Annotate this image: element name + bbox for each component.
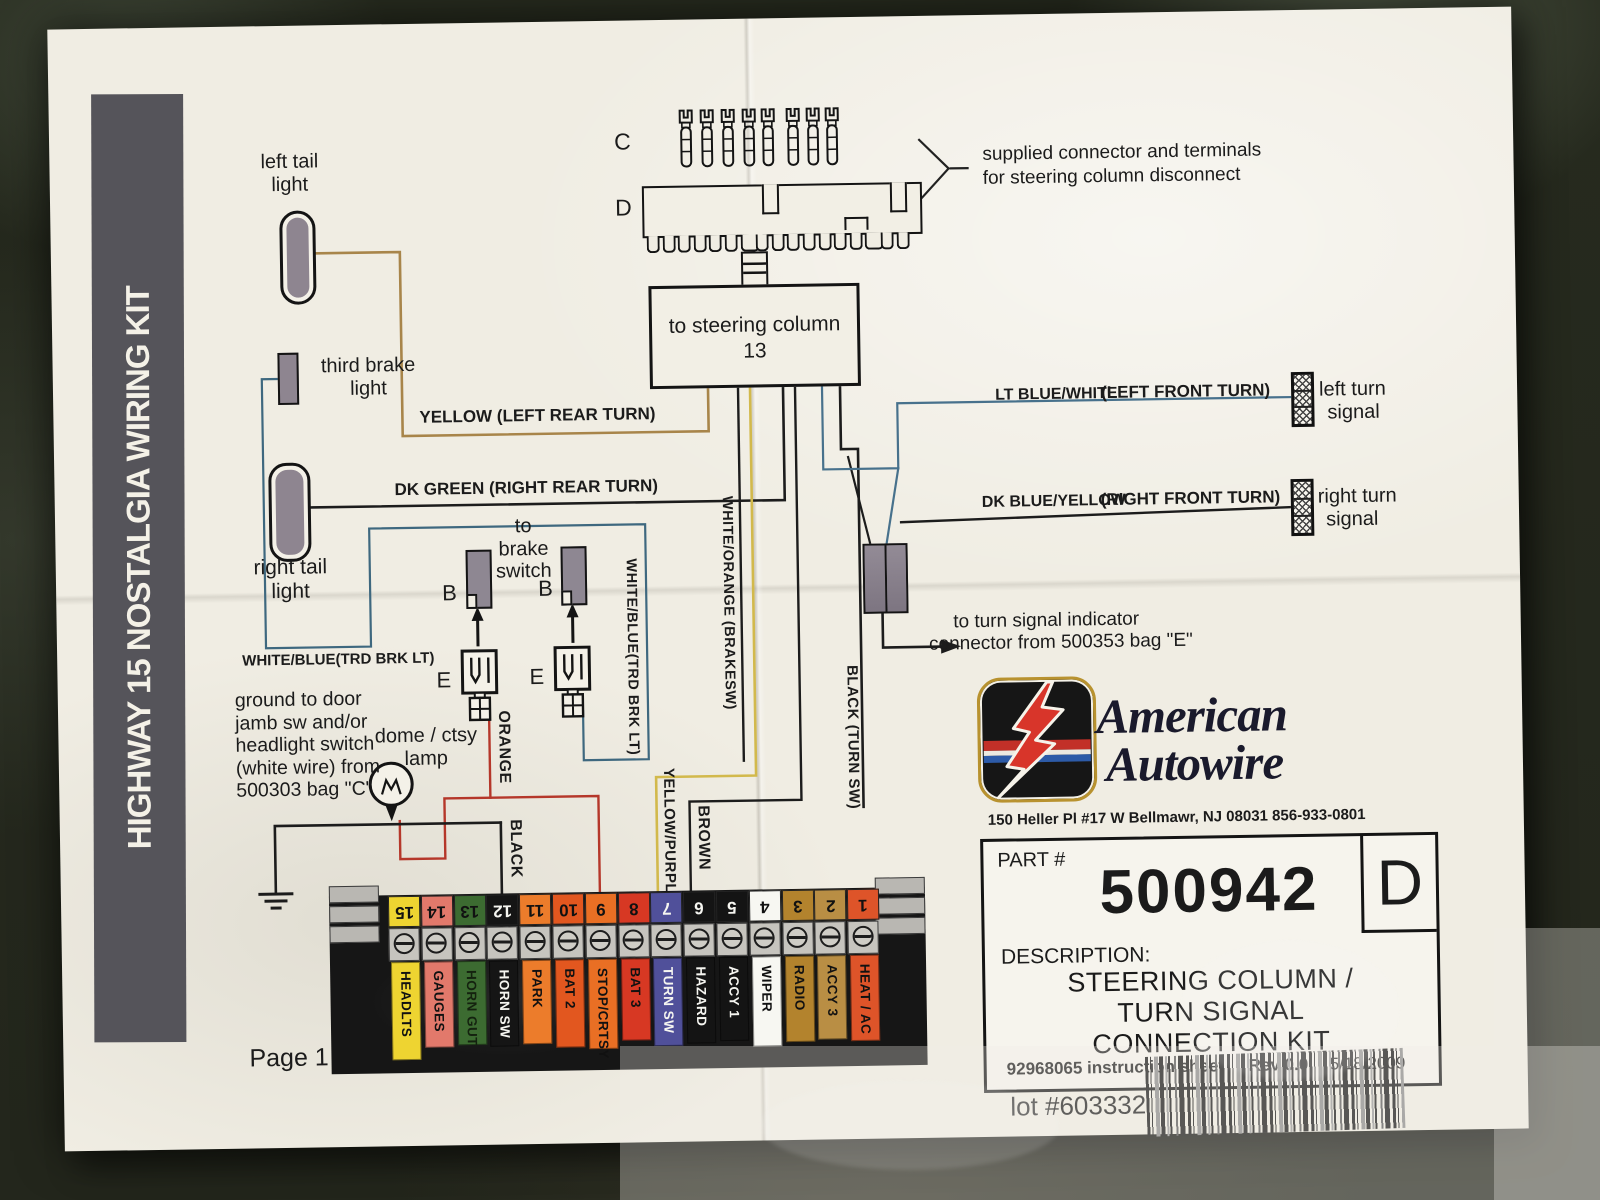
screw-terminal-icon <box>585 924 617 959</box>
d-connector <box>641 181 923 239</box>
wire-label-left-front-color: LT BLUE/WHITE <box>995 384 1118 404</box>
wire-label-orange: ORANGE <box>495 710 514 784</box>
description-label: DESCRIPTION: <box>1000 943 1151 969</box>
steering-column-pin-count: 13 <box>743 339 767 363</box>
bullet-terminal-icon <box>824 107 841 167</box>
left-turn-signal <box>1290 371 1315 428</box>
revision-compartment: D <box>1360 834 1437 934</box>
wire-label-trd-brk-vertical: WHITE/BLUE(TRD BRK LT) <box>622 558 642 756</box>
watermark-blob <box>1180 940 1400 1080</box>
d-connector-label: D <box>614 194 632 221</box>
part-number: 500942 <box>1098 854 1319 928</box>
bullet-terminal-icon <box>741 108 758 168</box>
dome-lamp-icon <box>368 761 414 822</box>
callout-bracket <box>917 138 969 202</box>
bullet-terminal-icon <box>678 109 695 169</box>
right-tail-light <box>268 462 312 563</box>
right-turn-signal <box>1290 478 1315 537</box>
bullet-terminal-icon <box>720 108 737 169</box>
steering-column-box: to steering column 13 <box>648 282 861 390</box>
lightning-bolt-icon <box>996 680 1065 800</box>
screw-terminal-icon <box>454 926 486 961</box>
ground-icon <box>258 892 294 910</box>
wire-label-trd-brk-horizontal: WHITE/BLUE(TRD BRK LT) <box>242 649 435 670</box>
plug-arrow-icons <box>471 603 579 647</box>
wire-label-brown: BROWN <box>694 805 713 871</box>
page-number: Page 1 <box>249 1043 329 1073</box>
instruction-sheet: HIGHWAY 15 NOSTALGIA WIRING KIT <box>47 6 1529 1152</box>
screw-terminal-icon <box>552 925 584 959</box>
brand-name-bottom: Autowire <box>1105 734 1284 793</box>
screw-terminal-icon <box>847 920 880 955</box>
american-autowire-logo-icon <box>976 676 1098 804</box>
turn-indicator-connector <box>862 543 909 614</box>
bullet-terminal-icon <box>785 107 802 168</box>
screw-terminal-icon <box>650 923 683 958</box>
wire-label-right-front-circuit: (RIGHT FRONT TURN) <box>1100 487 1281 510</box>
screw-terminal-icon <box>618 924 650 958</box>
wire-label-turn-sw: BLACK (TURN SW) <box>843 664 863 810</box>
screw-terminal-icon <box>486 926 519 960</box>
e-connector-icons <box>460 645 592 722</box>
screw-terminal-icon <box>388 927 420 962</box>
revision-letter: D <box>1376 846 1424 919</box>
screw-terminal-icon <box>781 921 814 956</box>
left-tail-light <box>279 210 317 305</box>
screw-terminal-icon <box>683 923 716 957</box>
wiring-lines <box>258 138 1293 910</box>
watermark-blob <box>760 1080 1060 1170</box>
screw-terminal-icon <box>421 927 453 961</box>
bullet-terminal-icon <box>805 107 822 167</box>
c-connector-label: C <box>613 128 631 155</box>
screw-terminal-icon <box>814 921 847 955</box>
watermark-strip <box>1494 928 1600 1200</box>
b1-label: B <box>441 580 458 606</box>
wire-label-black: BLACK <box>506 819 525 878</box>
wire-label-brake-sw: WHITE/ORANGE (BRAKESW) <box>718 495 739 711</box>
screw-terminal-icon <box>749 922 781 956</box>
brake-switch-connector-b1 <box>465 549 493 610</box>
wire-label-left-front-circuit: (LEFT FRONT TURN) <box>1100 380 1271 403</box>
third-brake-light <box>277 352 300 405</box>
steering-column-tab <box>740 251 769 289</box>
wire-label-left-rear-turn: YELLOW (LEFT REAR TURN) <box>419 404 656 427</box>
watermark-band <box>620 1046 1600 1200</box>
b2-label: B <box>537 575 553 601</box>
brake-switch-connector-b2 <box>560 546 588 606</box>
e1-label: E <box>436 667 452 693</box>
screw-terminal-icon <box>519 925 552 960</box>
bullet-terminal-icon <box>699 109 716 169</box>
e2-label: E <box>529 663 545 690</box>
bullet-terminal-icon <box>760 108 777 168</box>
screw-terminal-icon <box>716 922 748 957</box>
steering-column-box-label: to steering column <box>668 312 841 338</box>
